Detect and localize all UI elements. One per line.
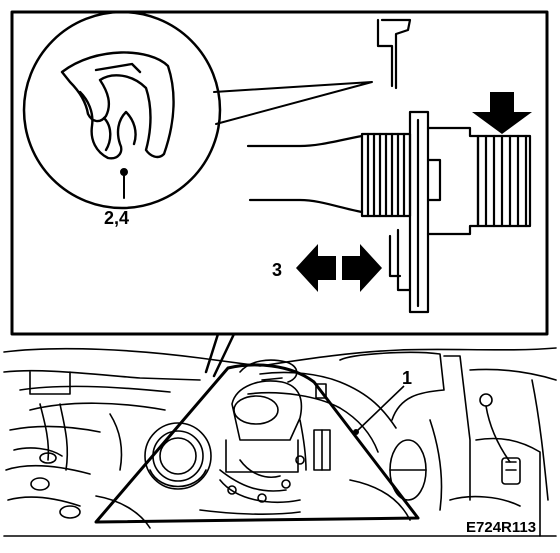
zoom-circle — [22, 10, 222, 210]
detail-leader-line — [204, 332, 236, 378]
push-arrow-down-icon — [472, 92, 532, 134]
hose-callout-leader — [355, 385, 405, 433]
spring-clip — [60, 51, 175, 160]
hose-callout-dot — [353, 429, 359, 435]
coupling-section — [246, 18, 532, 314]
detail-frame — [10, 10, 549, 336]
move-callout-label: 3 — [272, 260, 282, 280]
image-code: E724R113 — [466, 519, 536, 536]
arrow-right-icon — [342, 244, 382, 292]
work-area-outline — [94, 363, 420, 524]
zoom-pointer — [213, 81, 373, 125]
hose-callout-label: 1 — [402, 368, 412, 388]
clip-callout-label: 2,4 — [104, 208, 129, 228]
arrow-left-icon — [296, 244, 336, 292]
engine-bay-scene — [3, 347, 557, 537]
clip-callout-dot — [120, 168, 128, 176]
